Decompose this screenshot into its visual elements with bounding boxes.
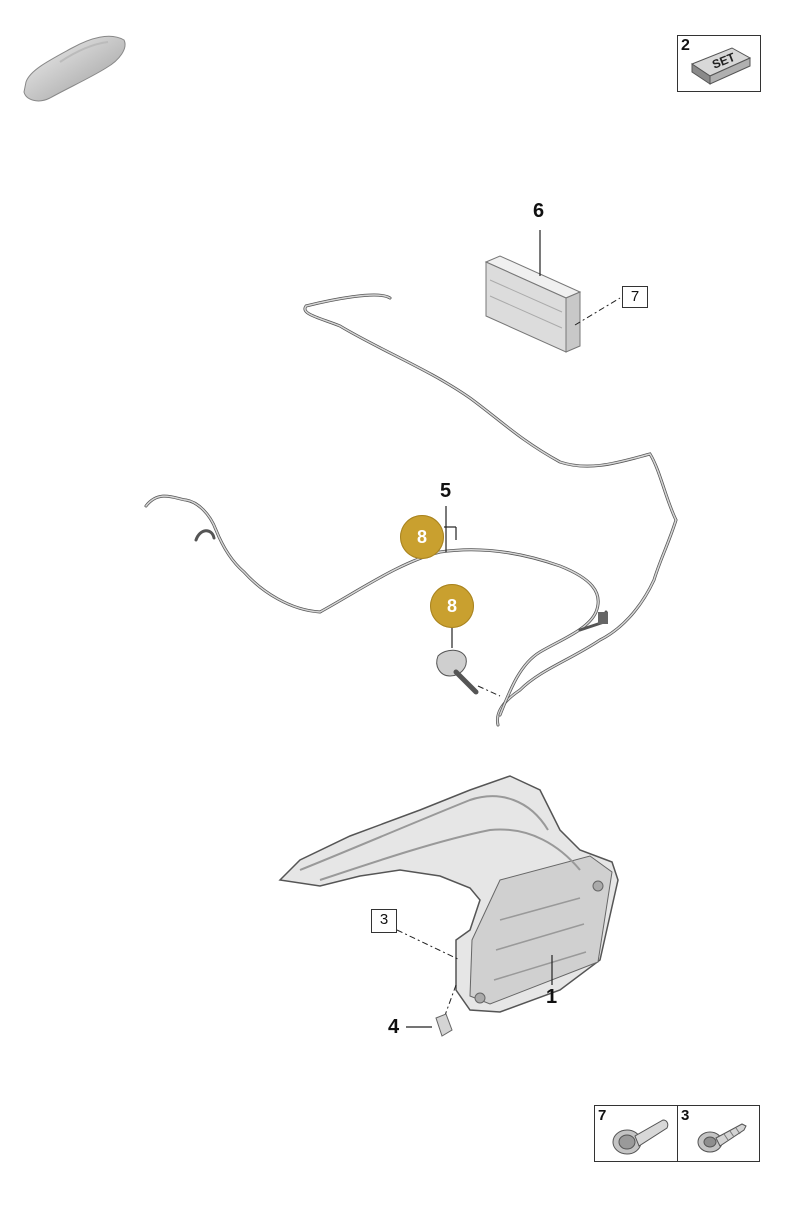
fastener-cell-3: 3 bbox=[678, 1106, 759, 1161]
callout-part-5: 5 bbox=[440, 480, 452, 502]
screw-icon bbox=[697, 1123, 747, 1153]
wiring-harness bbox=[144, 293, 678, 727]
set-box: 2 SET bbox=[677, 35, 761, 92]
fastener-7-number: 7 bbox=[598, 1107, 607, 1124]
control-unit bbox=[484, 255, 582, 353]
leader-part-3 bbox=[396, 929, 461, 961]
sensor-connector bbox=[436, 628, 501, 697]
set-box-number: 2 bbox=[681, 37, 690, 54]
frame-bracket bbox=[278, 775, 619, 1013]
car-thumbnail-icon bbox=[23, 35, 126, 102]
callout-part-4: 4 bbox=[388, 1016, 400, 1038]
set-package-icon: SET bbox=[690, 47, 752, 85]
badge-lower: 8 bbox=[430, 584, 474, 628]
leader-part-4-dash bbox=[443, 984, 457, 1019]
flange-bolt-icon bbox=[612, 1119, 669, 1155]
fastener-cell-7: 7 bbox=[595, 1106, 678, 1161]
badge-upper: 8 bbox=[400, 515, 444, 559]
fastener-3-number: 3 bbox=[681, 1107, 690, 1124]
leader-part-7 bbox=[574, 297, 621, 326]
callout-part-1: 1 bbox=[546, 986, 558, 1008]
callout-part-3-box: 3 bbox=[371, 909, 397, 933]
clip-part bbox=[435, 1013, 453, 1037]
callout-part-6: 6 bbox=[533, 200, 545, 222]
fastener-legend: 7 3 bbox=[594, 1105, 760, 1162]
callout-part-7-box: 7 bbox=[622, 286, 648, 308]
